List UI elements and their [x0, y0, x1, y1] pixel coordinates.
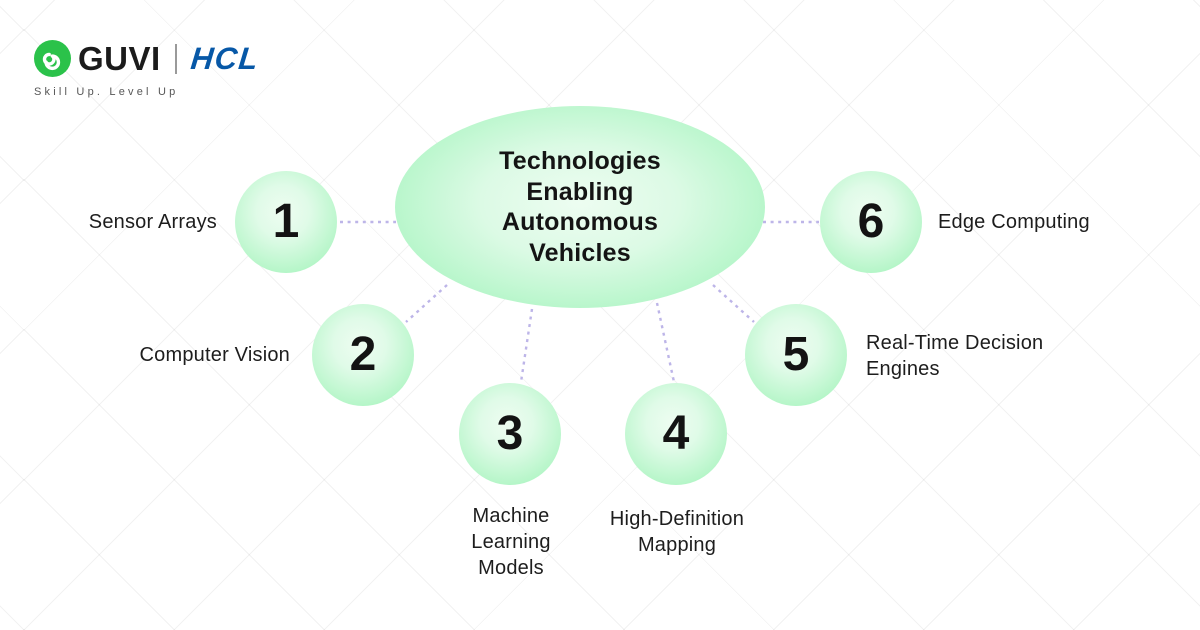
node-5-circle: 5	[745, 304, 847, 406]
node-2-label: Computer Vision	[139, 344, 290, 366]
connector-2	[405, 284, 448, 323]
brand-tagline: Skill Up. Level Up	[34, 86, 179, 98]
node-3-number: 3	[496, 407, 524, 460]
hcl-wordmark: HCL	[188, 41, 261, 76]
node-4-label: High-Definition Mapping	[609, 508, 745, 556]
connector-5	[712, 284, 755, 323]
diagram-title: Technologies Enabling Autonomous Vehicle…	[499, 147, 661, 267]
brand-header: GUVI HCL Skill Up. Level Up	[34, 40, 261, 98]
node-4-circle: 4	[625, 383, 727, 485]
node-5-label: Real-Time Decision Engines	[866, 332, 1044, 380]
node-6-circle: 6	[820, 171, 922, 273]
node-3-circle: 3	[459, 383, 561, 485]
logo-divider	[174, 43, 177, 74]
guvi-logo-icon	[34, 40, 71, 77]
guvi-wordmark: GUVI	[78, 40, 161, 77]
node-1-circle: 1	[235, 171, 337, 273]
central-topic-ellipse: Technologies Enabling Autonomous Vehicle…	[395, 106, 765, 308]
node-3-label: Machine Learning Models	[471, 505, 551, 579]
node-1-number: 1	[272, 195, 300, 248]
node-5-number: 5	[782, 328, 810, 381]
node-6-number: 6	[857, 195, 885, 248]
logo-row: GUVI HCL	[34, 40, 261, 77]
connector-3	[519, 308, 534, 383]
node-2-circle: 2	[312, 304, 414, 406]
node-6-label: Edge Computing	[938, 211, 1090, 233]
node-4-number: 4	[662, 407, 690, 460]
node-1-label: Sensor Arrays	[88, 211, 217, 233]
node-2-number: 2	[349, 328, 377, 381]
connector-4	[655, 302, 676, 383]
